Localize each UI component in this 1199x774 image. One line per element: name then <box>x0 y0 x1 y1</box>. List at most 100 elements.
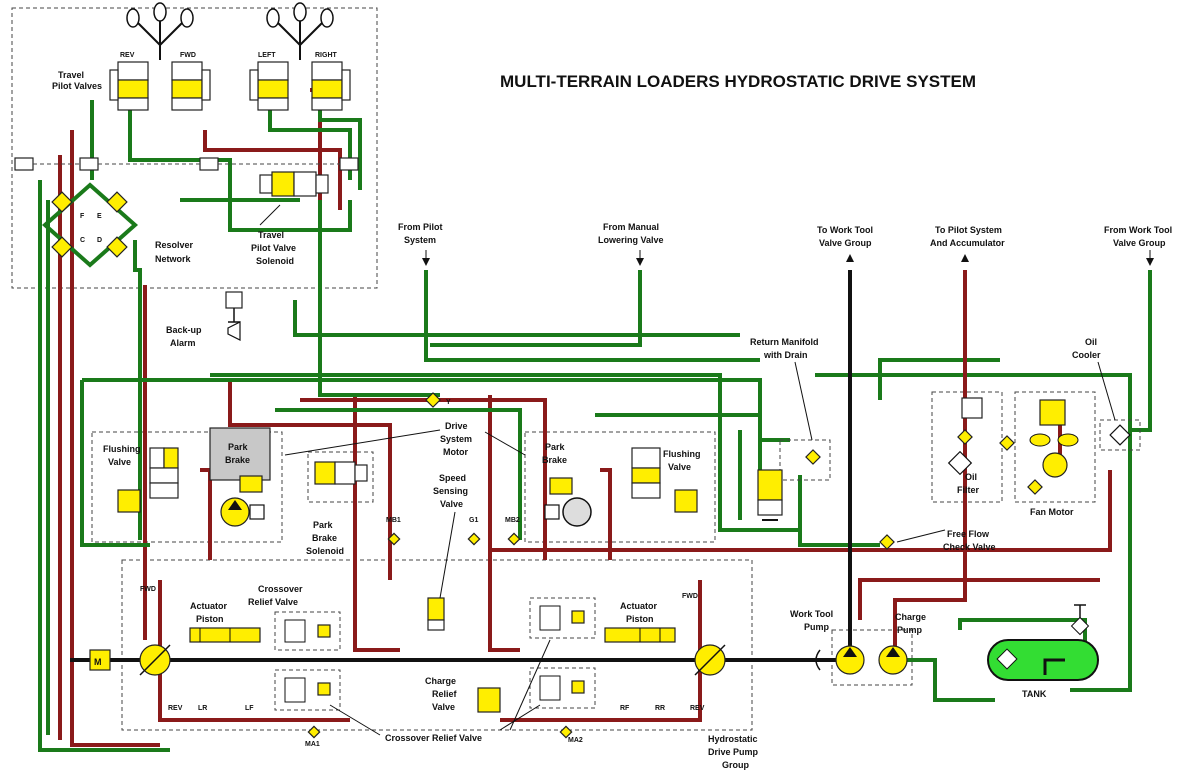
ma2-label: MA2 <box>568 737 583 744</box>
oil-cooler-label-2: Cooler <box>1072 350 1101 360</box>
left-hydrostatic-pump <box>139 644 171 676</box>
gauge-ports: MB1 G1 MB2 MA1 MA2 <box>305 517 583 748</box>
left-park-brake-label-2: Brake <box>225 455 250 465</box>
resolver-network-label-1: Resolver <box>155 240 194 250</box>
work-tool-pump-label-1: Work Tool <box>790 609 833 619</box>
mb2-label: MB2 <box>505 517 520 524</box>
right-flushing-valve: Flushing Valve <box>631 447 701 513</box>
drive-system-motor-label-1: Drive <box>445 421 468 431</box>
from-pilot-system-label-1: From Pilot <box>398 222 443 232</box>
speed-sensing-valve-label-2: Sensing <box>433 486 468 496</box>
crossover-relief-valve-top-label-2: Relief Valve <box>248 597 298 607</box>
travel-pilot-valves-label-2: Pilot Valves <box>52 81 102 91</box>
right-actuator-piston-label-2: Piston <box>626 614 654 624</box>
travel-pilot-valves: REV FWD LEFT RIGHT Travel Pil <box>52 2 351 111</box>
travel-pilot-valves-label-1: Travel <box>58 70 84 80</box>
left-drive-motor <box>220 497 265 527</box>
oil-filter-label-2: Filter <box>957 485 980 495</box>
park-brake-solenoid: Park Brake Solenoid <box>306 461 368 556</box>
right-drive-motor <box>544 497 592 527</box>
crossover-relief-valve-bottom-label: Crossover Relief Valve <box>329 639 551 743</box>
to-pilot-system-label-1: To Pilot System <box>935 225 1002 235</box>
left-flushing-valve-label-1: Flushing <box>103 444 141 454</box>
oil-cooler: Oil Cooler <box>1072 337 1141 451</box>
lr-label: LR <box>198 705 207 712</box>
from-manual-lowering-valve-label-2: Lowering Valve <box>598 235 664 245</box>
pump-group-label-3: Group <box>722 760 749 770</box>
drive-system-motor-label-3: Motor <box>443 447 468 457</box>
left-rev-label: REV <box>168 705 183 712</box>
to-pilot-system-label-2: And Accumulator <box>930 238 1005 248</box>
right-label: RIGHT <box>315 52 338 59</box>
left-actuator-piston-label-1: Actuator <box>190 601 227 611</box>
charge-relief-valve: Charge Relief Valve <box>425 676 501 713</box>
work-tool-pump-label-2: Pump <box>804 622 830 632</box>
travel-pilot-valve-solenoid-label-2: Pilot Valve <box>251 243 296 253</box>
return-manifold-label-1: Return Manifold <box>750 337 819 347</box>
free-flow-check-valve-label-2: Check Valve <box>943 542 996 552</box>
left-park-brake: Park Brake <box>209 427 271 493</box>
hydrostatic-drive-pump-group-label: Hydrostatic Drive Pump Group <box>708 734 759 770</box>
couplers <box>14 157 359 171</box>
from-pilot-system-label-2: System <box>404 235 436 245</box>
right-motor-group-boundary <box>524 431 716 543</box>
diagram-title: MULTI-TERRAIN LOADERS HYDROSTATIC DRIVE … <box>500 72 976 91</box>
left-flushing-valve: Flushing Valve <box>103 444 179 513</box>
oil-filter: Oil Filter <box>947 397 983 495</box>
pump-group-label-1: Hydrostatic <box>708 734 758 744</box>
right-park-brake: Park Brake <box>542 442 573 495</box>
fan-motor-label: Fan Motor <box>1030 507 1074 517</box>
port-f-label: F <box>80 213 85 220</box>
crossover-relief-valve-top: Crossover Relief Valve <box>248 584 341 651</box>
from-work-tool-valve-group-label-1: From Work Tool <box>1104 225 1172 235</box>
left-joystick <box>126 2 194 46</box>
rev-label: REV <box>120 52 135 59</box>
speed-sensing-valve: Speed Sensing Valve <box>427 473 468 631</box>
charge-relief-valve-label-2: Relief <box>432 689 458 699</box>
tank-label: TANK <box>1022 689 1047 699</box>
right-park-brake-label-2: Brake <box>542 455 567 465</box>
backup-alarm-label-1: Back-up <box>166 325 202 335</box>
electric-motor: M <box>89 649 111 671</box>
backup-alarm-label-2: Alarm <box>170 338 196 348</box>
source-destination-labels: From Pilot System From Manual Lowering V… <box>398 222 1172 266</box>
pump-group-label-2: Drive Pump <box>708 747 759 757</box>
travel-pilot-group-boundary <box>11 7 378 289</box>
pilot-lines <box>38 100 1152 752</box>
resolver-network: F E C D Resolver Network <box>41 182 194 268</box>
left-label: LEFT <box>258 52 276 59</box>
park-brake-solenoid-boundary <box>307 451 374 503</box>
left-flushing-valve-label-2: Valve <box>108 457 131 467</box>
speed-sensing-valve-label-1: Speed <box>439 473 466 483</box>
work-tool-pump: Work Tool Pump <box>790 609 865 675</box>
fan-motor-boundary <box>1014 391 1096 503</box>
g1-label: G1 <box>469 517 478 524</box>
crossover-relief-valve-upper-right <box>529 597 596 639</box>
ma1-label: MA1 <box>305 741 320 748</box>
right-flushing-valve-label-1: Flushing <box>663 449 701 459</box>
fwd-pilot-valve <box>171 61 203 111</box>
rr-label: RR <box>655 705 665 712</box>
return-filter-element <box>757 469 783 521</box>
lf-label: LF <box>245 705 254 712</box>
right-actuator-piston: Actuator Piston <box>604 601 676 643</box>
oil-cooler-label-1: Oil <box>1085 337 1097 347</box>
park-brake-solenoid-label-3: Solenoid <box>306 546 344 556</box>
charge-pump: Charge Pump <box>878 612 926 675</box>
port-e-label: E <box>97 213 102 220</box>
travel-pilot-valve-solenoid: Travel Pilot Valve Solenoid <box>251 171 329 266</box>
from-work-tool-valve-group-label-2: Valve Group <box>1113 238 1166 248</box>
charge-pump-label-2: Pump <box>897 625 923 635</box>
charge-relief-valve-label-1: Charge <box>425 676 456 686</box>
y-check-valve: Y <box>425 392 451 408</box>
rev-pilot-valve <box>117 61 149 111</box>
right-joystick <box>266 2 334 46</box>
port-d-label: D <box>97 237 102 244</box>
left-park-brake-label-1: Park <box>228 442 249 452</box>
free-flow-check-valve: Free Flow Check Valve <box>879 529 996 552</box>
pump-pair-boundary <box>831 629 913 686</box>
free-flow-check-valve-label-1: Free Flow <box>947 529 990 539</box>
port-c-label: C <box>80 237 85 244</box>
left-actuator-piston-label-2: Piston <box>196 614 224 624</box>
travel-pilot-valve-solenoid-label-3: Solenoid <box>256 256 294 266</box>
